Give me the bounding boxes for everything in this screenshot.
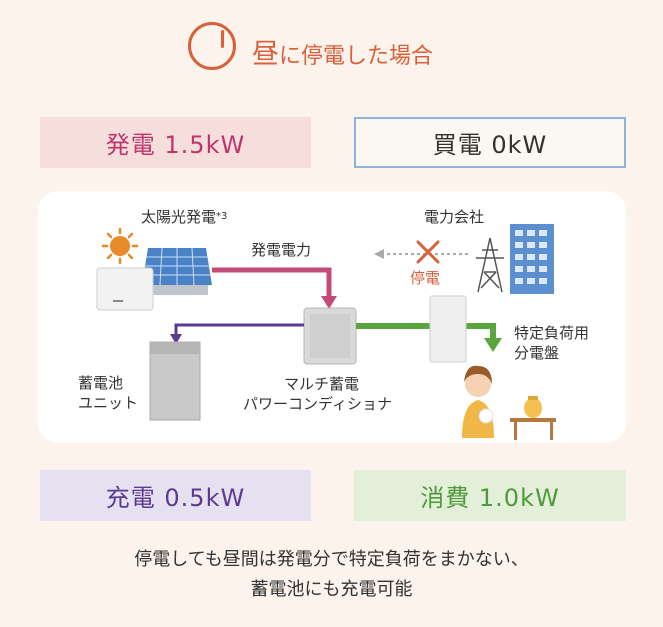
consumption-arrow — [356, 323, 502, 352]
outage-label: 停電 — [410, 269, 441, 287]
title-rest: に停電した場合 — [279, 44, 434, 69]
inverter-icon — [96, 267, 154, 311]
purchase-box: 買電 0kW — [354, 117, 626, 168]
panel-label-1: 特定負荷用 — [514, 324, 590, 342]
clock-icon — [188, 22, 236, 70]
sun-icon — [101, 227, 139, 265]
solar-label: 太陽光発電*3 — [141, 208, 227, 226]
title-prefix: 昼 — [252, 39, 279, 70]
person-icon — [462, 365, 494, 438]
power-company-label: 電力会社 — [424, 208, 485, 226]
pcs-unit-icon — [303, 307, 357, 365]
battery-unit-icon — [149, 341, 201, 421]
charge-arrow — [170, 323, 304, 344]
footer-line-1: 停電しても昼間は発電分で特定負荷をまかない、 — [134, 549, 529, 570]
page-title: 昼に停電した場合 — [252, 32, 433, 71]
pcs-label-1: マルチ蓄電 — [284, 375, 360, 393]
solar-label-text: 太陽光発電 — [141, 208, 217, 226]
outage-x-icon — [416, 240, 440, 264]
consumption-box: 消費 1.0kW — [354, 470, 626, 521]
distribution-panel-icon — [429, 295, 467, 363]
panel-label-2: 分電盤 — [514, 344, 560, 362]
pcs-label-2: パワーコンディショナ — [243, 395, 392, 413]
power-tower-icon — [476, 237, 504, 293]
building-icon — [510, 224, 554, 294]
gen-power-label: 発電電力 — [251, 241, 312, 259]
generation-box: 発電 1.5kW — [40, 117, 311, 168]
generation-arrow — [212, 267, 337, 309]
table-kettle-icon — [510, 396, 556, 440]
footer-line-2: 蓄電池にも充電可能 — [250, 579, 413, 600]
clock-hand — [221, 30, 224, 48]
solar-note: *3 — [216, 211, 228, 222]
solar-panel-icon — [142, 247, 212, 295]
battery-label-1: 蓄電池 — [78, 374, 124, 392]
battery-label-2: ユニット — [78, 394, 139, 412]
charge-box: 充電 0.5kW — [40, 470, 311, 521]
